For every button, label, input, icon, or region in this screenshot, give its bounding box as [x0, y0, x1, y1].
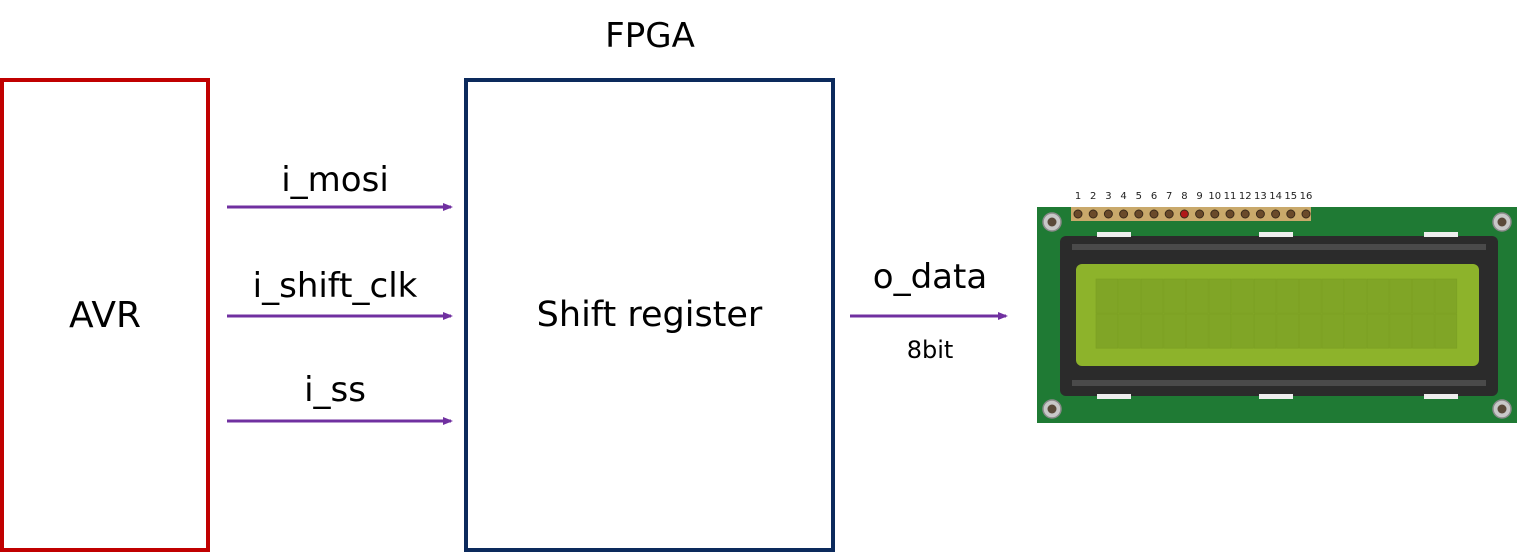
- lcd-screen: [1076, 264, 1479, 366]
- lcd-character-cell: [1253, 278, 1277, 314]
- lcd-pin: [1255, 209, 1265, 219]
- lcd-character-cell: [1321, 278, 1345, 314]
- lcd-pin-number: 2: [1090, 191, 1096, 202]
- lcd-character-cell: [1118, 278, 1141, 314]
- lcd-pin: [1286, 209, 1296, 219]
- signal-label-i-shift-clk: i_shift_clk: [252, 266, 418, 306]
- lcd-character-cell: [1118, 313, 1141, 349]
- lcd-pin-number: 3: [1105, 191, 1111, 202]
- lcd-character-cell: [1299, 278, 1322, 314]
- lcd-pin-number: 12: [1239, 191, 1252, 202]
- lcd-pins: [1073, 209, 1311, 219]
- lcd-pin: [1119, 209, 1129, 219]
- fpga-title: FPGA: [605, 16, 695, 56]
- lcd-bezel-bottom-rail: [1072, 380, 1486, 386]
- shift-register-label: Shift register: [536, 295, 763, 335]
- lcd-character-cell: [1276, 313, 1299, 349]
- lcd-pin-number: 10: [1208, 191, 1221, 202]
- lcd-mount-hole-icon: [1042, 212, 1062, 232]
- lcd-character-cell: [1276, 278, 1299, 314]
- lcd-pin: [1195, 209, 1205, 219]
- lcd-pin-number: 14: [1269, 191, 1282, 202]
- signal-label-i-mosi: i_mosi: [281, 160, 389, 200]
- lcd-mount-hole-icon: [1492, 399, 1512, 419]
- lcd-pin-number: 8: [1181, 191, 1187, 202]
- lcd-mount-hole-icon: [1492, 212, 1512, 232]
- lcd-character-cell: [1299, 313, 1322, 349]
- lcd-character-cell: [1208, 313, 1232, 349]
- output-width-label: 8bit: [906, 336, 954, 364]
- lcd-tab: [1424, 394, 1458, 399]
- fpga-block: Shift register: [464, 78, 835, 552]
- lcd-pin-number: 5: [1136, 191, 1142, 202]
- lcd-character-cell: [1366, 278, 1390, 314]
- lcd-character-cell: [1366, 313, 1390, 349]
- lcd-pcb: [1037, 207, 1517, 423]
- lcd-tab: [1259, 394, 1293, 399]
- lcd-pin-number: 13: [1254, 191, 1267, 202]
- lcd-character-cell: [1163, 313, 1186, 349]
- lcd-pin: [1088, 209, 1098, 219]
- lcd-character-cell: [1389, 313, 1412, 349]
- lcd-character-cell: [1140, 278, 1164, 314]
- lcd-character-cell: [1321, 313, 1345, 349]
- lcd-pin: [1134, 209, 1144, 219]
- lcd-bezel-top-rail: [1072, 244, 1486, 250]
- lcd-character-cell: [1140, 313, 1164, 349]
- lcd-character-cell: [1389, 278, 1412, 314]
- avr-block: AVR: [0, 78, 210, 552]
- lcd-tab: [1259, 232, 1293, 237]
- lcd-character-cell: [1163, 278, 1186, 314]
- lcd-pin-number: 6: [1151, 191, 1157, 202]
- lcd-character-grid: [1095, 278, 1458, 349]
- lcd-character-cell: [1186, 313, 1209, 349]
- lcd-character-cell: [1344, 278, 1367, 314]
- lcd-pin: [1073, 209, 1083, 219]
- lcd-character-cell: [1231, 278, 1254, 314]
- lcd-pin: [1271, 209, 1281, 219]
- lcd-pin-number: 9: [1196, 191, 1202, 202]
- lcd-character-cell: [1095, 278, 1119, 314]
- lcd-character-cell: [1344, 313, 1367, 349]
- lcd-pin-number: 4: [1120, 191, 1126, 202]
- avr-label: AVR: [69, 294, 141, 336]
- output-label-o-data: o_data: [872, 257, 988, 297]
- lcd-character-cell: [1434, 313, 1458, 349]
- lcd-tab: [1097, 232, 1131, 237]
- lcd-pin-header: [1071, 207, 1311, 221]
- lcd-character-cell: [1253, 313, 1277, 349]
- lcd-bezel: [1060, 236, 1498, 396]
- lcd-pin: [1149, 209, 1159, 219]
- lcd-pin-number: 1: [1075, 191, 1081, 202]
- lcd-pin: [1103, 209, 1113, 219]
- lcd-pin-number: 7: [1166, 191, 1172, 202]
- lcd-pin: [1210, 209, 1220, 219]
- lcd-character-cell: [1095, 313, 1119, 349]
- signal-label-i-ss: i_ss: [304, 370, 366, 410]
- lcd-pin: [1179, 209, 1189, 219]
- lcd-pin: [1164, 209, 1174, 219]
- lcd-pin: [1301, 209, 1311, 219]
- lcd-character-cell: [1186, 278, 1209, 314]
- lcd-tab: [1097, 394, 1131, 399]
- lcd-pin: [1240, 209, 1250, 219]
- lcd-character-cell: [1434, 278, 1458, 314]
- lcd-character-cell: [1231, 313, 1254, 349]
- lcd-character-cell: [1412, 278, 1435, 314]
- lcd-tab: [1424, 232, 1458, 237]
- lcd-character-cell: [1412, 313, 1435, 349]
- lcd-mount-hole-icon: [1042, 399, 1062, 419]
- lcd-pin: [1225, 209, 1235, 219]
- lcd-pin-number: 16: [1300, 191, 1313, 202]
- lcd-pin-number: 15: [1284, 191, 1297, 202]
- lcd-pin-number: 11: [1224, 191, 1237, 202]
- lcd-character-cell: [1208, 278, 1232, 314]
